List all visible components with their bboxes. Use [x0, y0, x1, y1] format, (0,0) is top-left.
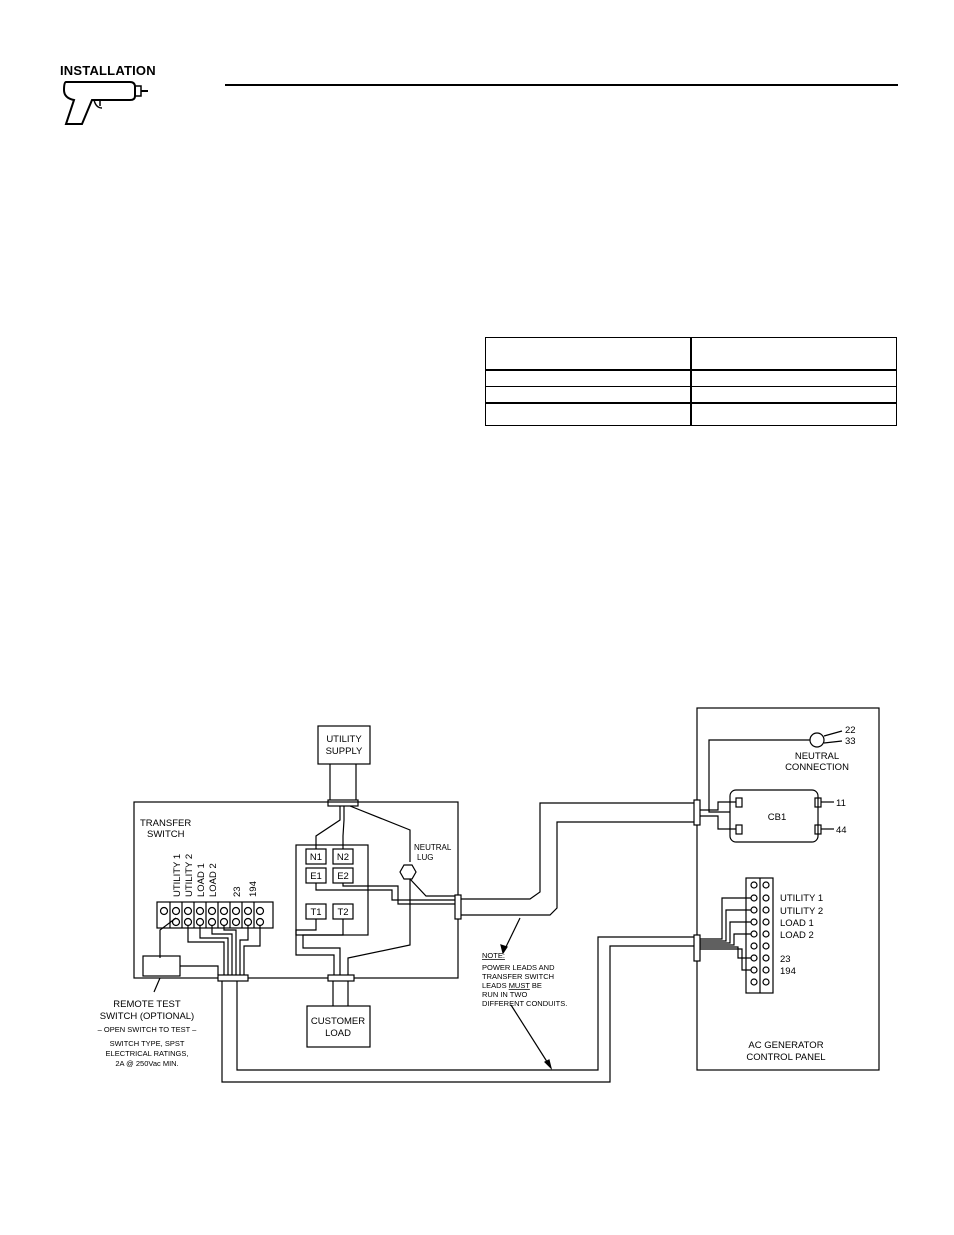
- neutral-connection-label: CONNECTION: [785, 762, 849, 773]
- section-title: INSTALLATION: [60, 63, 156, 78]
- breaker-label: CB1: [768, 812, 786, 823]
- contact-t1: T1: [310, 907, 321, 918]
- terminal-label-194: 194: [248, 881, 259, 897]
- remote-test-instruction: – OPEN SWITCH TO TEST –: [98, 1025, 197, 1034]
- neutral-wire-33: 33: [845, 736, 856, 747]
- panel-terminal-load-1: LOAD 1: [780, 918, 814, 929]
- neutral-connection-label: NEUTRAL: [795, 751, 839, 762]
- transfer-switch-label: SWITCH: [147, 829, 185, 840]
- note-line: RUN IN TWO: [482, 990, 527, 999]
- panel-terminal-194: 194: [780, 966, 796, 977]
- note-heading: NOTE:: [482, 951, 505, 960]
- transfer-switch-box: [133, 801, 459, 979]
- utility-supply-label: SUPPLY: [326, 746, 363, 757]
- neutral-wire-22: 22: [845, 725, 856, 736]
- terminal-label-utility-2: UTILITY 2: [184, 854, 195, 897]
- neutral-lug-label: LUG: [417, 853, 433, 862]
- terminal-label-utility-1: UTILITY 1: [172, 854, 183, 897]
- table-row-line: [486, 369, 896, 371]
- remote-test-title: SWITCH (OPTIONAL): [100, 1011, 194, 1022]
- contact-n2: N2: [337, 852, 349, 863]
- breaker-wire-11: 11: [836, 798, 846, 809]
- note-line: POWER LEADS AND: [482, 963, 555, 972]
- drill-icon: [62, 81, 148, 125]
- panel-terminal-utility-2: UTILITY 2: [780, 906, 823, 917]
- transfer-switch-label: TRANSFER: [140, 818, 191, 829]
- table-row-line: [486, 386, 896, 387]
- utility-supply-label: UTILITY: [326, 734, 362, 745]
- contact-e2: E2: [337, 871, 349, 882]
- contact-n1: N1: [310, 852, 322, 863]
- spec-table: [485, 337, 897, 426]
- table-row-line: [486, 402, 896, 404]
- neutral-lug-label: NEUTRAL: [414, 843, 452, 852]
- control-panel-box: [696, 707, 880, 1071]
- note-line: DIFFERENT CONDUITS.: [482, 999, 567, 1008]
- terminal-label-load-1: LOAD 1: [196, 863, 207, 897]
- remote-test-rating: ELECTRICAL RATINGS,: [106, 1049, 189, 1058]
- utility-supply-box: [317, 725, 371, 765]
- customer-load-label: CUSTOMER: [311, 1016, 365, 1027]
- note-line: LEADS MUST BE: [482, 981, 542, 990]
- customer-load-box: [306, 1005, 371, 1048]
- header-rule: [225, 84, 898, 86]
- panel-terminal-23: 23: [780, 954, 791, 965]
- panel-terminal-utility-1: UTILITY 1: [780, 893, 823, 904]
- contact-e1: E1: [310, 871, 322, 882]
- table-column-divider: [690, 338, 692, 425]
- remote-test-switch-box: [142, 955, 181, 977]
- control-panel-label: CONTROL PANEL: [746, 1052, 825, 1063]
- transfer-terminal-strip: [156, 901, 274, 929]
- note-line: TRANSFER SWITCH: [482, 972, 554, 981]
- breaker-wire-44: 44: [836, 825, 847, 836]
- contact-t2: T2: [337, 907, 348, 918]
- terminal-label-23: 23: [232, 886, 243, 897]
- remote-test-title: REMOTE TEST: [113, 999, 181, 1010]
- remote-test-rating: 2A @ 250Vac MIN.: [115, 1059, 178, 1068]
- panel-terminal-load-2: LOAD 2: [780, 930, 814, 941]
- customer-load-label: LOAD: [325, 1028, 351, 1039]
- control-panel-label: AC GENERATOR: [748, 1040, 823, 1051]
- breaker-cb1: [729, 789, 819, 843]
- terminal-label-load-2: LOAD 2: [208, 863, 219, 897]
- remote-test-rating: SWITCH TYPE, SPST: [110, 1039, 185, 1048]
